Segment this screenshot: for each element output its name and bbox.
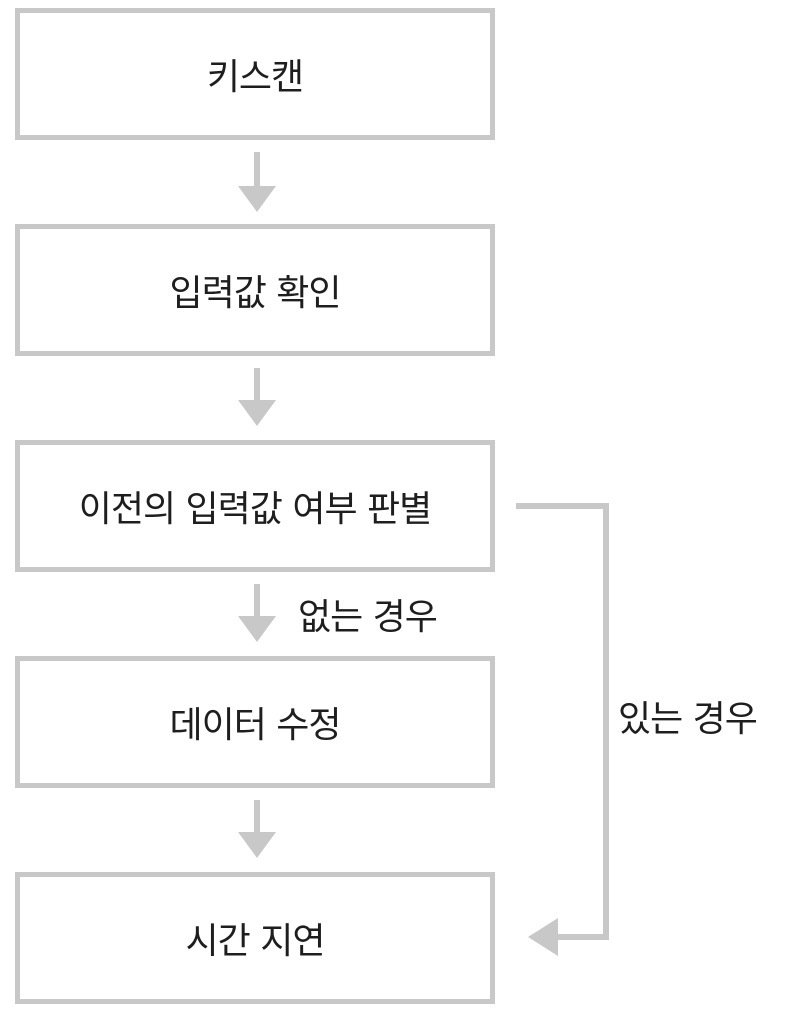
arrow-down-4 bbox=[238, 800, 276, 858]
arrow-down-no-branch bbox=[238, 584, 276, 642]
branch-label-exists: 있는 경우 bbox=[618, 699, 758, 740]
step-modify-data: 데이터 수정 bbox=[15, 656, 495, 788]
step-time-delay-label: 시간 지연 bbox=[185, 921, 326, 962]
step-check-input: 입력값 확인 bbox=[15, 224, 495, 356]
step-key-scan: 키스캔 bbox=[15, 8, 495, 140]
step-time-delay: 시간 지연 bbox=[15, 872, 495, 1004]
step-modify-data-label: 데이터 수정 bbox=[169, 705, 341, 746]
arrow-down-2 bbox=[238, 368, 276, 426]
step-check-previous: 이전의 입력값 여부 판별 bbox=[15, 440, 495, 572]
step-key-scan-label: 키스캔 bbox=[206, 57, 304, 98]
step-check-input-label: 입력값 확인 bbox=[169, 273, 341, 314]
branch-label-not-exists: 없는 경우 bbox=[298, 597, 438, 638]
step-check-previous-label: 이전의 입력값 여부 판별 bbox=[78, 489, 433, 530]
arrow-yes-branch bbox=[516, 503, 609, 956]
arrow-down-1 bbox=[238, 152, 276, 212]
